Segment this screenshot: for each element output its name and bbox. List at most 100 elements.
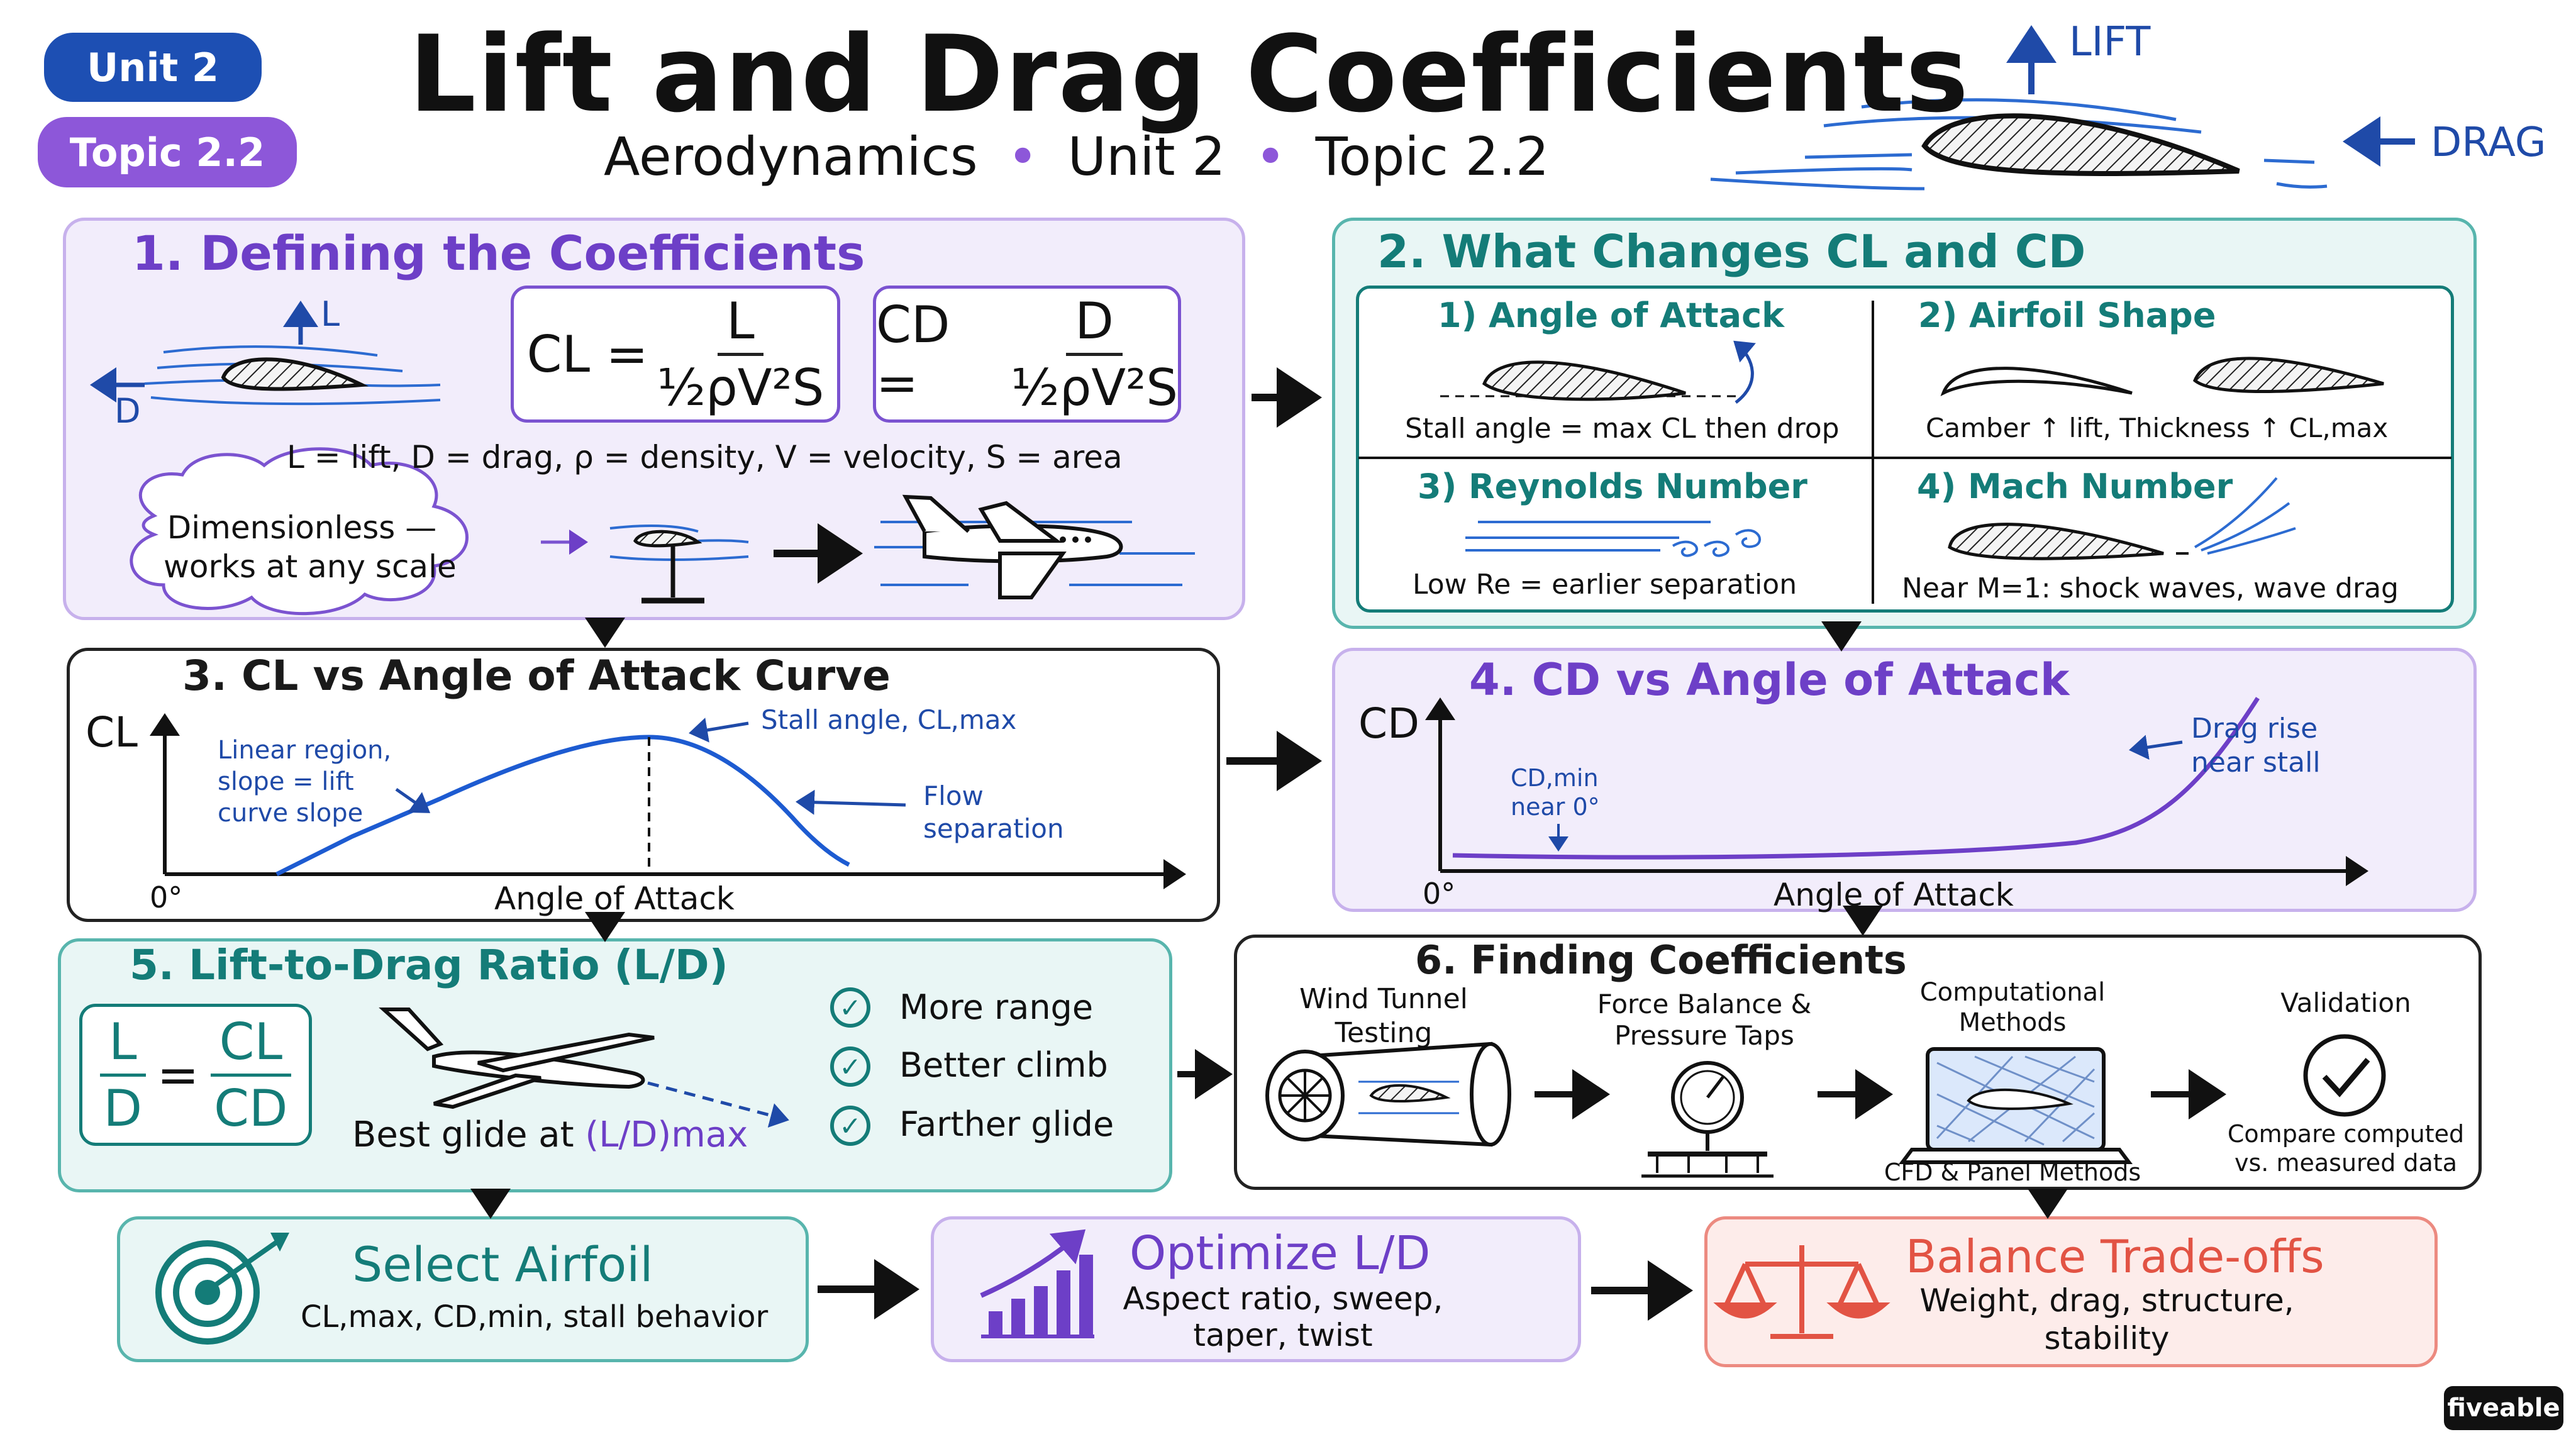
subtitle-sep-1: • [1007, 126, 1038, 187]
ann-linear-1: Linear region, [218, 736, 392, 765]
p6-force-balance-icon [1641, 1061, 1774, 1178]
p6-title: 6. Finding Coefficients [1415, 937, 1907, 983]
p3-annotation-flow: Flow separation [923, 780, 1064, 845]
cl-cd-fraction: CL CD [210, 1013, 292, 1138]
p3-origin-label: 0° [150, 880, 183, 914]
ann-rise-1: Drag rise [2191, 713, 2318, 745]
p6-step-validation-caption: Compare computed vs. measured data [2214, 1119, 2478, 1177]
b1-subtitle: CL,max, CD,min, stall behavior [301, 1299, 769, 1335]
ann-linear-3: curve slope [218, 799, 364, 828]
p4-cd-curve-line [1452, 697, 2260, 860]
q3-streamlines-icon [1465, 521, 1761, 557]
p4-chart-axes [1425, 697, 2368, 886]
p1-variable-legend: L = lift, D = drag, ρ = density, V = vel… [287, 439, 1123, 475]
b1-title: Select Airfoil [352, 1236, 653, 1292]
p4-annotation-min: CD,min near 0° [1511, 763, 1600, 821]
p4-x-axis-label: Angle of Attack [1774, 877, 2014, 913]
cd-formula-lhs: CD = [876, 296, 950, 413]
p4-title: 4. CD vs Angle of Attack [1469, 654, 2070, 706]
q1-note: Stall angle = max CL then drop [1405, 413, 1840, 445]
q4-title: 4) Mach Number [1917, 467, 2233, 506]
subtitle-sep-2: • [1255, 126, 1286, 187]
b3-sub-2: stability [2044, 1320, 2170, 1357]
cl-formula-den: ½ρV²S [657, 358, 824, 417]
ld-fraction: L D [99, 1013, 146, 1138]
p6-validation-check-icon [2303, 1034, 2386, 1117]
cl-formula-fraction: L ½ρV²S [657, 292, 824, 417]
page-title: Lift and Drag Coefficients [409, 13, 1970, 136]
subtitle-unit: Unit 2 [1067, 126, 1226, 187]
p3-x-axis-label: Angle of Attack [494, 880, 735, 917]
benefit-check-icon: ✓ [830, 1106, 870, 1146]
p2-title: 2. What Changes CL and CD [1377, 225, 2086, 278]
s4-line-3: vs. measured data [2235, 1149, 2457, 1177]
q3-title: 3) Reynolds Number [1418, 467, 1807, 506]
p1-title: 1. Defining the Coefficients [132, 225, 865, 281]
p4-annotation-rise: Drag rise near stall [2191, 712, 2321, 780]
cd-formula-den: ½ρV²S [1011, 358, 1178, 417]
s4-line-2: Compare computed [2227, 1120, 2465, 1148]
panel-what-changes-grid [1356, 286, 2454, 613]
ann-min-2: near 0° [1511, 793, 1600, 821]
b2-sub-2: taper, twist [1193, 1317, 1373, 1353]
p5-glider-illustration [379, 1008, 789, 1128]
ld-ratio-box: L D = CL CD [79, 1004, 312, 1146]
p3-y-axis-label: CL [86, 708, 138, 757]
cl-formula-num: L [718, 292, 763, 356]
s2-line-1: Force Balance & [1597, 989, 1812, 1019]
header-drag-label: DRAG [2431, 119, 2546, 166]
p6-wind-tunnel-icon [1265, 1041, 1511, 1147]
s3-line-1: Computational [1919, 978, 2106, 1007]
s2-line-2: Pressure Taps [1614, 1020, 1794, 1051]
ann-min-1: CD,min [1511, 764, 1599, 792]
cd-formula-fraction: D ½ρV²S [1011, 292, 1178, 417]
p4-y-axis-label: CD [1358, 699, 1419, 748]
ld-frac-cd: CD [214, 1079, 288, 1138]
cloud-line-2: works at any scale [164, 548, 457, 585]
q2-airfoil-icons [1940, 357, 2384, 397]
p6-step-wind-tunnel: Wind Tunnel Testing [1258, 982, 1509, 1050]
topic-badge[interactable]: Topic 2.2 [38, 117, 297, 187]
q2-title: 2) Airfoil Shape [1918, 296, 2216, 335]
benefit-item: Farther glide [899, 1104, 1114, 1144]
benefit-item: More range [899, 987, 1094, 1027]
b2-growth-chart-icon [980, 1229, 1094, 1338]
p1-model-on-stand [609, 525, 749, 604]
p3-annotation-stall: Stall angle, CL,max [761, 704, 1017, 735]
p1-cloud-text: Dimensionless — works at any scale [164, 508, 457, 586]
brand-logo: fiveable [2444, 1386, 2563, 1430]
panel-cl-curve [67, 648, 1220, 922]
ld-equals: = [157, 1045, 199, 1104]
q4-note: Near M=1: shock waves, wave drag [1902, 572, 2399, 604]
cd-formula-num: D [1066, 292, 1123, 356]
header-lift-label: LIFT [2069, 19, 2151, 65]
b1-target-icon [155, 1233, 289, 1345]
p3-title: 3. CL vs Angle of Attack Curve [182, 652, 891, 700]
subtitle-topic: Topic 2.2 [1315, 126, 1550, 187]
b2-sub-1: Aspect ratio, sweep, [1123, 1280, 1443, 1317]
benefit-item: Better climb [899, 1045, 1108, 1085]
p6-step-validation-title: Validation [2280, 987, 2411, 1018]
cl-formula-box: CL = L ½ρV²S [511, 286, 840, 423]
p3-cl-curve-line [275, 735, 850, 877]
ann-linear-2: slope = lift [218, 767, 354, 796]
s1-line-2: Testing [1335, 1017, 1433, 1049]
ld-frac-d: D [103, 1079, 143, 1138]
b3-scales-icon [1713, 1245, 1890, 1339]
p1-drag-label: D [114, 391, 141, 431]
unit-badge[interactable]: Unit 2 [44, 33, 262, 102]
q1-title: 1) Angle of Attack [1438, 296, 1785, 335]
header-airfoil-illustration [1710, 25, 2415, 191]
p1-lift-label: L [321, 294, 340, 334]
cd-formula-box: CD = D ½ρV²S [873, 286, 1181, 423]
p3-annotation-linear: Linear region, slope = lift curve slope [218, 735, 391, 829]
ann-flow-2: separation [923, 813, 1064, 844]
b2-subtitle: Aspect ratio, sweep, taper, twist [1107, 1280, 1459, 1353]
ld-frac-cl: CL [210, 1013, 292, 1077]
ann-flow-1: Flow [923, 780, 984, 811]
q4-airfoil-shock-icon [1948, 477, 2296, 560]
p1-airfoil-illustration [90, 301, 441, 406]
glide-value: (L/D)max [585, 1114, 748, 1155]
benefit-check-icon: ✓ [830, 987, 870, 1028]
